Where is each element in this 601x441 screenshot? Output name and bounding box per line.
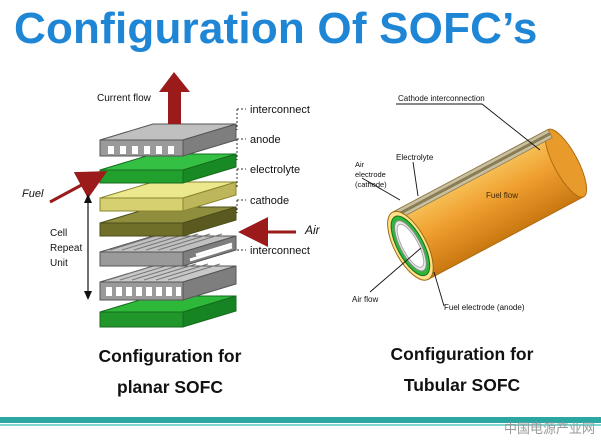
layer-leader-lines xyxy=(236,108,246,251)
anode-plate xyxy=(99,153,237,184)
air-label: Air xyxy=(304,223,321,237)
middle-interconnect-plate xyxy=(99,233,237,267)
top-interconnect-channels xyxy=(108,146,174,154)
electrolyte-label: electrolyte xyxy=(250,164,300,176)
bottom-interconnect-channels xyxy=(106,287,181,296)
fuel-arrow xyxy=(49,171,108,204)
watermark: 中国电源产业网 xyxy=(503,422,595,437)
anode-label: anode xyxy=(250,134,281,146)
air-electrode-label-line3: (cathode) xyxy=(355,180,387,189)
tubular-leader-lines xyxy=(361,103,541,307)
air-flow-label: Air flow xyxy=(352,295,378,304)
cell-repeat-label-line2: Repeat xyxy=(50,243,82,254)
tubular-caption-line1: Configuration for xyxy=(390,344,534,364)
fuel-flow-label: Fuel flow xyxy=(486,191,518,200)
tubular-electrolyte-label: Electrolyte xyxy=(396,153,434,162)
top-interconnect-plate xyxy=(99,123,237,157)
interconnect-top-label: interconnect xyxy=(250,104,310,116)
electrolyte-plate xyxy=(99,181,237,212)
interconnect-bottom-label: interconnect xyxy=(250,245,310,257)
footer-bar-light xyxy=(0,424,601,426)
cell-repeat-label-line3: Unit xyxy=(50,258,68,269)
bottom-anode-plate xyxy=(99,295,237,328)
fuel-label: Fuel xyxy=(22,188,44,200)
planar-caption-line1: Configuration for xyxy=(98,346,242,366)
bottom-interconnect-plate xyxy=(99,263,237,301)
page-title: Configuration Of SOFC’s xyxy=(14,4,538,53)
cathode-label: cathode xyxy=(250,195,289,207)
cell-repeat-bracket xyxy=(84,194,92,300)
cell-repeat-label-line1: Cell xyxy=(50,228,67,239)
cathode-interconnection-label: Cathode interconnection xyxy=(398,94,485,103)
current-flow-arrow xyxy=(159,72,190,124)
fuel-electrode-label: Fuel electrode (anode) xyxy=(444,303,525,312)
tubular-caption-line2: Tubular SOFC xyxy=(403,375,521,395)
footer-bar-teal xyxy=(0,417,601,423)
planar-stack xyxy=(99,123,237,328)
air-electrode-label-line1: Air xyxy=(355,160,365,169)
cathode-plate xyxy=(99,206,237,237)
air-electrode-label-line2: electrode xyxy=(355,170,386,179)
current-flow-label: Current flow xyxy=(97,93,152,104)
tubular-cell xyxy=(387,128,588,281)
planar-caption-line2: planar SOFC xyxy=(117,377,223,397)
